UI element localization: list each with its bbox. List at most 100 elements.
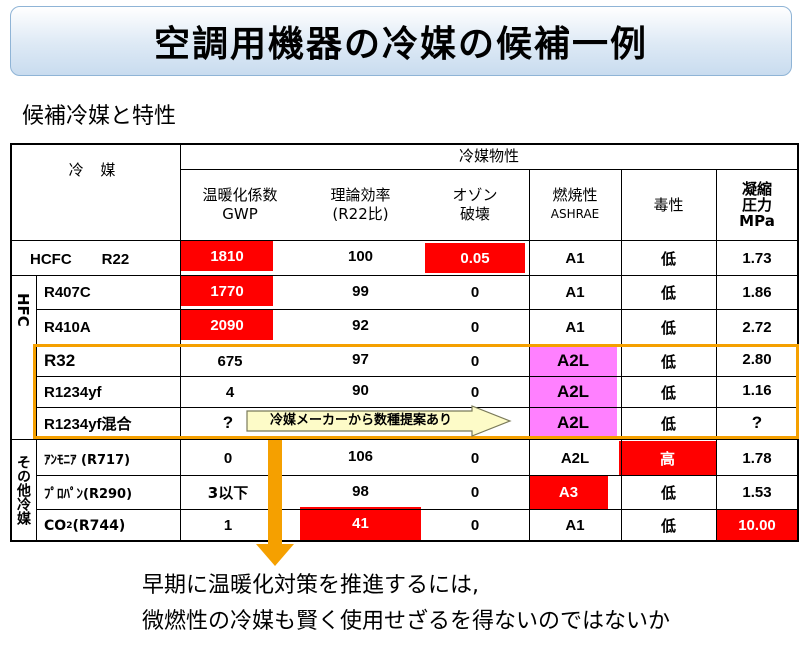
ammonia-toxicity: 高 bbox=[619, 441, 716, 475]
r410a-efficiency: 92 bbox=[352, 316, 369, 334]
ammonia-ozone: 0 bbox=[470, 449, 480, 467]
r32-efficiency: 97 bbox=[352, 350, 369, 368]
r410a-ozone: 0 bbox=[470, 318, 480, 336]
co2-toxicity: 低 bbox=[660, 518, 676, 535]
grid-line bbox=[621, 169, 622, 540]
section-subtitle: 候補冷媒と特性 bbox=[22, 104, 177, 129]
r407c-gwp: 1770 bbox=[181, 276, 273, 306]
r22-flammability: A1 bbox=[565, 249, 585, 267]
row-name-r407c: R407C bbox=[44, 284, 91, 301]
table-border-top bbox=[10, 143, 798, 145]
r407c-pressure: 1.86 bbox=[742, 284, 772, 301]
r32-gwp: 675 bbox=[217, 352, 243, 370]
r407c-ozone: 0 bbox=[470, 284, 480, 301]
r1234yf-mix-flammability: A2L bbox=[529, 408, 617, 438]
propane-flammability: A3 bbox=[529, 476, 608, 509]
propane-toxicity: 低 bbox=[660, 485, 676, 502]
callout-text: 冷媒メーカーから数種提案あり bbox=[270, 413, 453, 428]
r32-pressure: 2.80 bbox=[742, 350, 772, 368]
r32-ozone: 0 bbox=[470, 352, 480, 370]
propane-gwp: 3以下 bbox=[207, 484, 249, 502]
table-border-bottom bbox=[10, 540, 798, 542]
header-efficiency: 理論効率(R22比) bbox=[330, 186, 391, 223]
grid-line bbox=[180, 143, 181, 540]
r407c-toxicity: 低 bbox=[660, 285, 676, 302]
r22-pressure: 1.73 bbox=[742, 249, 772, 267]
grid-line bbox=[529, 169, 530, 540]
grid-line bbox=[10, 275, 798, 276]
r32-flammability: A2L bbox=[529, 346, 617, 376]
row-name-r410a: R410A bbox=[44, 318, 91, 336]
r410a-gwp: 2090 bbox=[181, 310, 273, 340]
conclusion-line-2: 微燃性の冷媒も賢く使用せざるを得ないのではないか bbox=[142, 609, 671, 634]
co2-ozone: 0 bbox=[470, 517, 480, 534]
r1234yf-pressure: 1.16 bbox=[742, 381, 772, 399]
highlight-frame bbox=[33, 344, 799, 439]
r1234yf-mix-toxicity: 低 bbox=[660, 415, 676, 433]
grid-line bbox=[36, 275, 37, 540]
propane-pressure: 1.53 bbox=[742, 484, 772, 501]
co2-gwp: 1 bbox=[223, 517, 233, 534]
group-hfc-label: HFC bbox=[14, 293, 32, 327]
r22-toxicity: 低 bbox=[660, 250, 676, 268]
r1234yf-mix-pressure: ? bbox=[751, 413, 763, 432]
ammonia-flammability: A2L bbox=[560, 449, 590, 467]
propane-efficiency: 98 bbox=[352, 482, 369, 500]
r22-efficiency: 100 bbox=[347, 247, 374, 265]
grid-line bbox=[36, 407, 798, 408]
co2-pressure: 10.00 bbox=[716, 510, 798, 540]
conclusion-line-1: 早期に温暖化対策を推進するには, bbox=[142, 573, 479, 598]
grid-line bbox=[36, 309, 798, 310]
r1234yf-efficiency: 90 bbox=[352, 381, 369, 399]
grid-line bbox=[716, 169, 717, 540]
row-name-r1234yf-mix: R1234yf混合 bbox=[44, 415, 132, 433]
co2-flammability: A1 bbox=[565, 517, 585, 534]
page-title: 空調用機器の冷媒の候補一例 bbox=[153, 24, 648, 65]
arrow-down-icon bbox=[256, 544, 294, 566]
r22-gwp: 1810 bbox=[181, 241, 273, 271]
r22-ozone: 0.05 bbox=[425, 243, 525, 273]
ammonia-pressure: 1.78 bbox=[742, 449, 772, 467]
header-toxicity: 毒性 bbox=[653, 195, 684, 214]
title-banner: 空調用機器の冷媒の候補一例 bbox=[10, 6, 792, 76]
r407c-efficiency: 99 bbox=[352, 282, 369, 300]
row-name-r1234yf: R1234yf bbox=[44, 383, 102, 401]
down-arrow-stem bbox=[268, 440, 282, 544]
r410a-toxicity: 低 bbox=[660, 319, 676, 337]
grid-line bbox=[36, 376, 798, 377]
ammonia-efficiency: 106 bbox=[347, 447, 374, 465]
header-ozone: オゾン破壊 bbox=[452, 186, 498, 223]
row-name-r22: HCFC R22 bbox=[30, 250, 130, 268]
grid-line bbox=[180, 169, 798, 170]
row-name-ammonia: ｱﾝﾓﾆｱ (R717) bbox=[44, 452, 131, 468]
r32-toxicity: 低 bbox=[660, 353, 676, 371]
table-border-left bbox=[10, 143, 12, 542]
r407c-flammability: A1 bbox=[565, 284, 585, 301]
r410a-flammability: A1 bbox=[565, 318, 585, 336]
r1234yf-gwp: 4 bbox=[225, 383, 235, 401]
grid-line bbox=[10, 439, 798, 440]
header-refrigerant: 冷 媒 bbox=[68, 160, 122, 179]
group-others-label: その他冷媒 bbox=[15, 455, 31, 525]
propane-ozone: 0 bbox=[470, 484, 480, 501]
r1234yf-flammability: A2L bbox=[529, 377, 617, 407]
grid-line bbox=[36, 509, 798, 510]
r1234yf-ozone: 0 bbox=[470, 383, 480, 401]
r1234yf-toxicity: 低 bbox=[660, 384, 676, 402]
table-border-right bbox=[797, 143, 799, 542]
header-properties: 冷媒物性 bbox=[458, 147, 519, 165]
grid-line bbox=[10, 240, 798, 241]
r1234yf-mix-gwp: ? bbox=[222, 413, 234, 432]
grid-line bbox=[36, 475, 798, 476]
row-name-propane: ﾌﾟﾛﾊﾟﾝ(R290) bbox=[44, 487, 133, 502]
ammonia-gwp: 0 bbox=[223, 449, 233, 467]
row-name-r32: R32 bbox=[44, 351, 76, 370]
r410a-pressure: 2.72 bbox=[742, 318, 772, 336]
co2-efficiency: 41 bbox=[300, 507, 421, 540]
callout-arrow: 冷媒メーカーから数種提案あり bbox=[246, 405, 512, 441]
arrow-right-icon bbox=[246, 405, 512, 437]
